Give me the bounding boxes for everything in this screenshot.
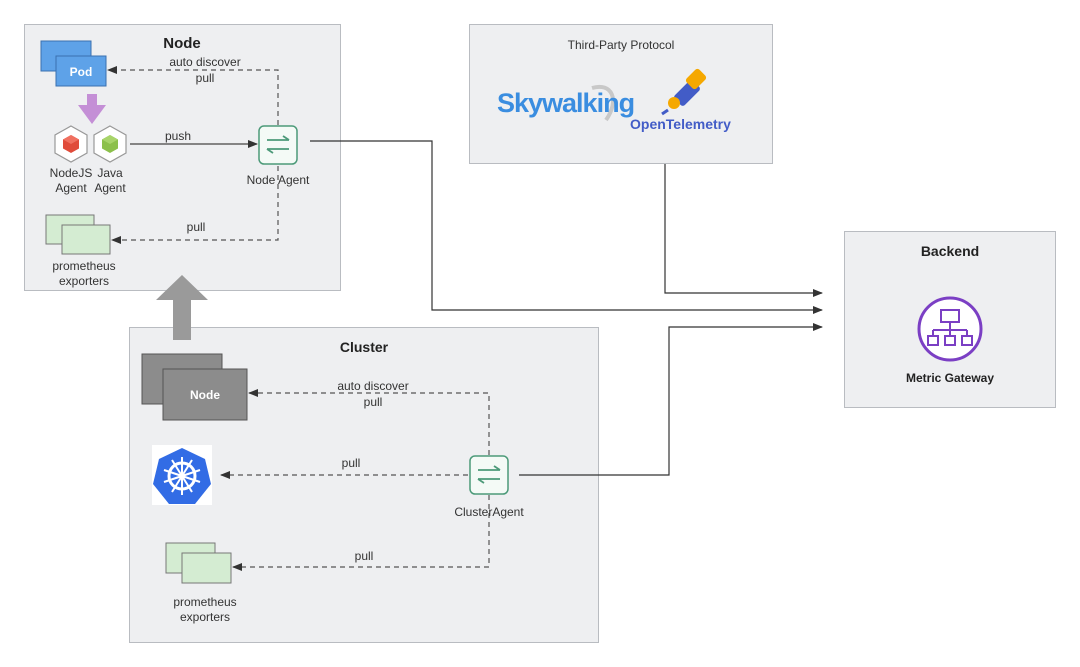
edge-pull-node-exporters	[111, 166, 279, 244]
node-agent-icon	[258, 125, 298, 165]
metric-gateway-icon	[917, 296, 983, 362]
nodejs-agent-label-line2: Agent	[55, 181, 87, 195]
edge-label-pull-cluster-exporters: pull	[354, 549, 374, 563]
edge-label-pull-pod: pull	[195, 71, 215, 85]
backend-panel-title: Backend	[920, 243, 980, 259]
edge-auto-discover-cluster-node	[248, 389, 490, 455]
edge-label-auto-discover: auto discover	[169, 55, 241, 69]
pod-icon	[40, 40, 107, 87]
third-party-panel-title: Third-Party Protocol	[567, 38, 675, 52]
nodejs-agent-label-line1: NodeJS	[49, 166, 93, 180]
node-exporters-icon	[45, 214, 111, 255]
java-agent-label-line2: Agent	[94, 181, 126, 195]
cluster-node-label: Node	[190, 388, 220, 402]
cluster-exporters-label-line1: prometheus	[173, 595, 237, 609]
gray-up-arrow-icon	[156, 275, 208, 340]
purple-down-arrow-icon	[78, 94, 106, 124]
skywalking-swoosh-icon	[591, 84, 616, 122]
edge-label-pull-cluster-node: pull	[363, 395, 383, 409]
third-party-panel	[469, 24, 773, 164]
edge-node-agent-to-backend	[310, 140, 823, 314]
edge-auto-discover-pod	[107, 66, 279, 125]
node-exporters-label-line2: exporters	[58, 274, 110, 288]
cluster-exporters-icon	[165, 542, 232, 584]
opentelemetry-logo-text: OpenTelemetry	[630, 116, 731, 132]
edge-label-push: push	[164, 129, 192, 143]
metric-gateway-label: Metric Gateway	[905, 371, 995, 385]
node-panel-title: Node	[163, 35, 201, 52]
cluster-node-icon	[141, 353, 248, 421]
edge-label-cluster-auto-discover: auto discover	[337, 379, 409, 393]
cluster-exporters-label-line2: exporters	[179, 610, 231, 624]
cluster-panel-title: Cluster	[339, 339, 389, 355]
java-agent-label-line1: Java	[97, 166, 123, 180]
java-agent-icon	[93, 125, 127, 163]
edge-cluster-agent-to-backend	[519, 323, 823, 476]
edge-third-party-to-backend	[664, 164, 823, 297]
node-agent-label: Node Agent	[246, 173, 310, 187]
nodejs-agent-icon	[54, 125, 88, 163]
skywalking-logo-text: Skywalking	[497, 88, 635, 118]
cluster-agent-label: ClusterAgent	[454, 505, 524, 519]
opentelemetry-telescope-icon	[661, 68, 707, 116]
node-exporters-label-line1: prometheus	[52, 259, 116, 273]
kubernetes-icon	[152, 445, 212, 505]
edge-label-pull-k8s: pull	[341, 456, 361, 470]
edge-pull-cluster-exporters	[232, 495, 490, 571]
cluster-agent-icon	[469, 455, 509, 495]
edge-label-pull-node-exporters: pull	[186, 220, 206, 234]
pod-label: Pod	[69, 65, 93, 79]
